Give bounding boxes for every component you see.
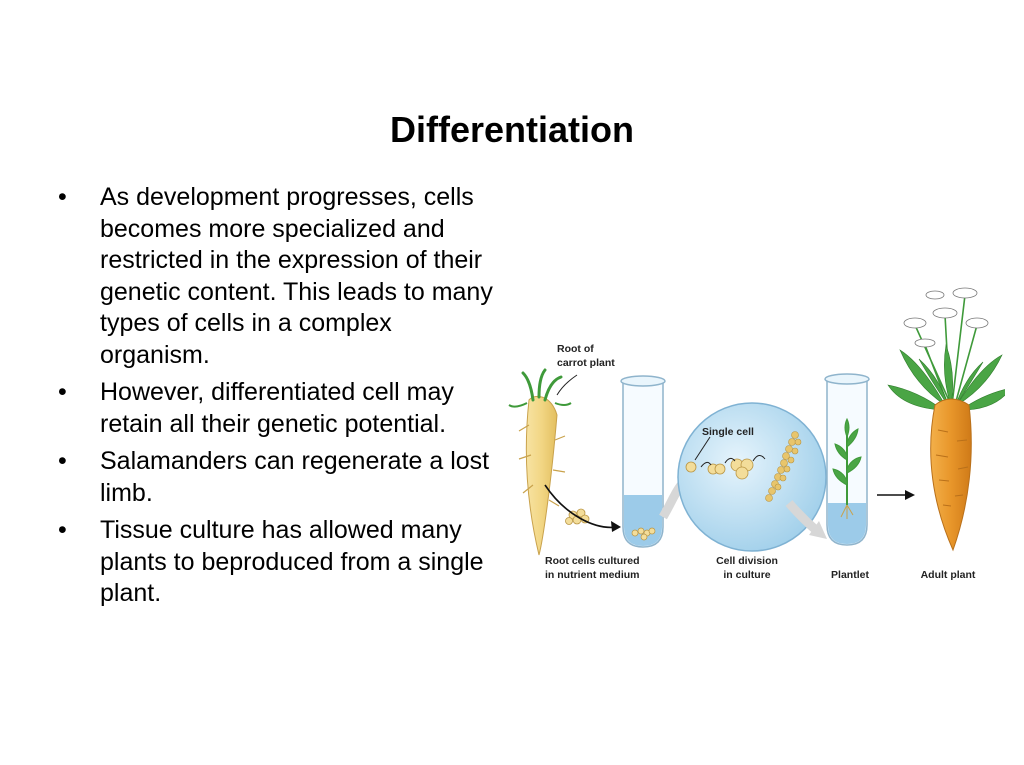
arrowhead-icon <box>611 521 621 532</box>
label-division-line2: in culture <box>723 569 770 581</box>
bullet-text: Salamanders can regenerate a lost limb. <box>100 447 490 507</box>
label-root-line2: carrot plant <box>557 357 615 369</box>
bullet-text: Tissue culture has allowed many plants t… <box>100 516 484 607</box>
bullet-text: However, differentiated cell may retain … <box>100 378 454 438</box>
bullet-item: • However, differentiated cell may retain… <box>58 377 498 440</box>
label-plantlet: Plantlet <box>831 569 869 581</box>
bullet-list: • As development progresses, cells become… <box>58 182 498 616</box>
arrowhead-icon <box>905 490 915 500</box>
root-pointer-line <box>556 374 578 396</box>
carrot-root-icon <box>508 368 572 556</box>
label-single-cell: Single cell <box>702 426 754 438</box>
label-division-line1: Cell division <box>716 555 778 567</box>
bullet-item: • Tissue culture has allowed many plants … <box>58 515 498 610</box>
arrow-icon <box>544 484 618 529</box>
label-root-line1: Root of <box>557 343 594 355</box>
bullet-glyph: • <box>58 378 67 406</box>
tissue-culture-illustration: Root of carrot plant Single cell Root ce… <box>508 287 1005 581</box>
slide-title: Differentiation <box>389 109 634 150</box>
test-tube-1-icon <box>620 375 666 548</box>
test-tube-2-icon <box>824 373 870 546</box>
gray-arrowhead-icon <box>809 521 827 539</box>
plantlet-icon <box>832 417 862 519</box>
cell-culture-dish-icon <box>677 402 827 552</box>
label-cultured-line2: in nutrient medium <box>545 569 640 581</box>
bullet-glyph: • <box>58 183 67 211</box>
tissue-culture-figure: Root of carrot plant Single cell Root ce… <box>505 255 1005 590</box>
root-cells-icon <box>565 508 590 525</box>
flower-cluster-icon <box>903 287 989 348</box>
bullet-item: • As development progresses, cells become… <box>58 182 498 371</box>
single-cell-pointer-line <box>694 436 711 461</box>
carrot-leaves-icon <box>887 343 1005 411</box>
bullet-text: As development progresses, cells becomes… <box>100 183 493 369</box>
bullet-item: • Salamanders can regenerate a lost limb. <box>58 446 498 509</box>
label-adult-plant: Adult plant <box>921 569 976 581</box>
label-cultured-line1: Root cells cultured <box>545 555 640 567</box>
adult-plant-icon <box>887 287 1005 552</box>
bullet-glyph: • <box>58 447 67 475</box>
bullet-glyph: • <box>58 516 67 544</box>
